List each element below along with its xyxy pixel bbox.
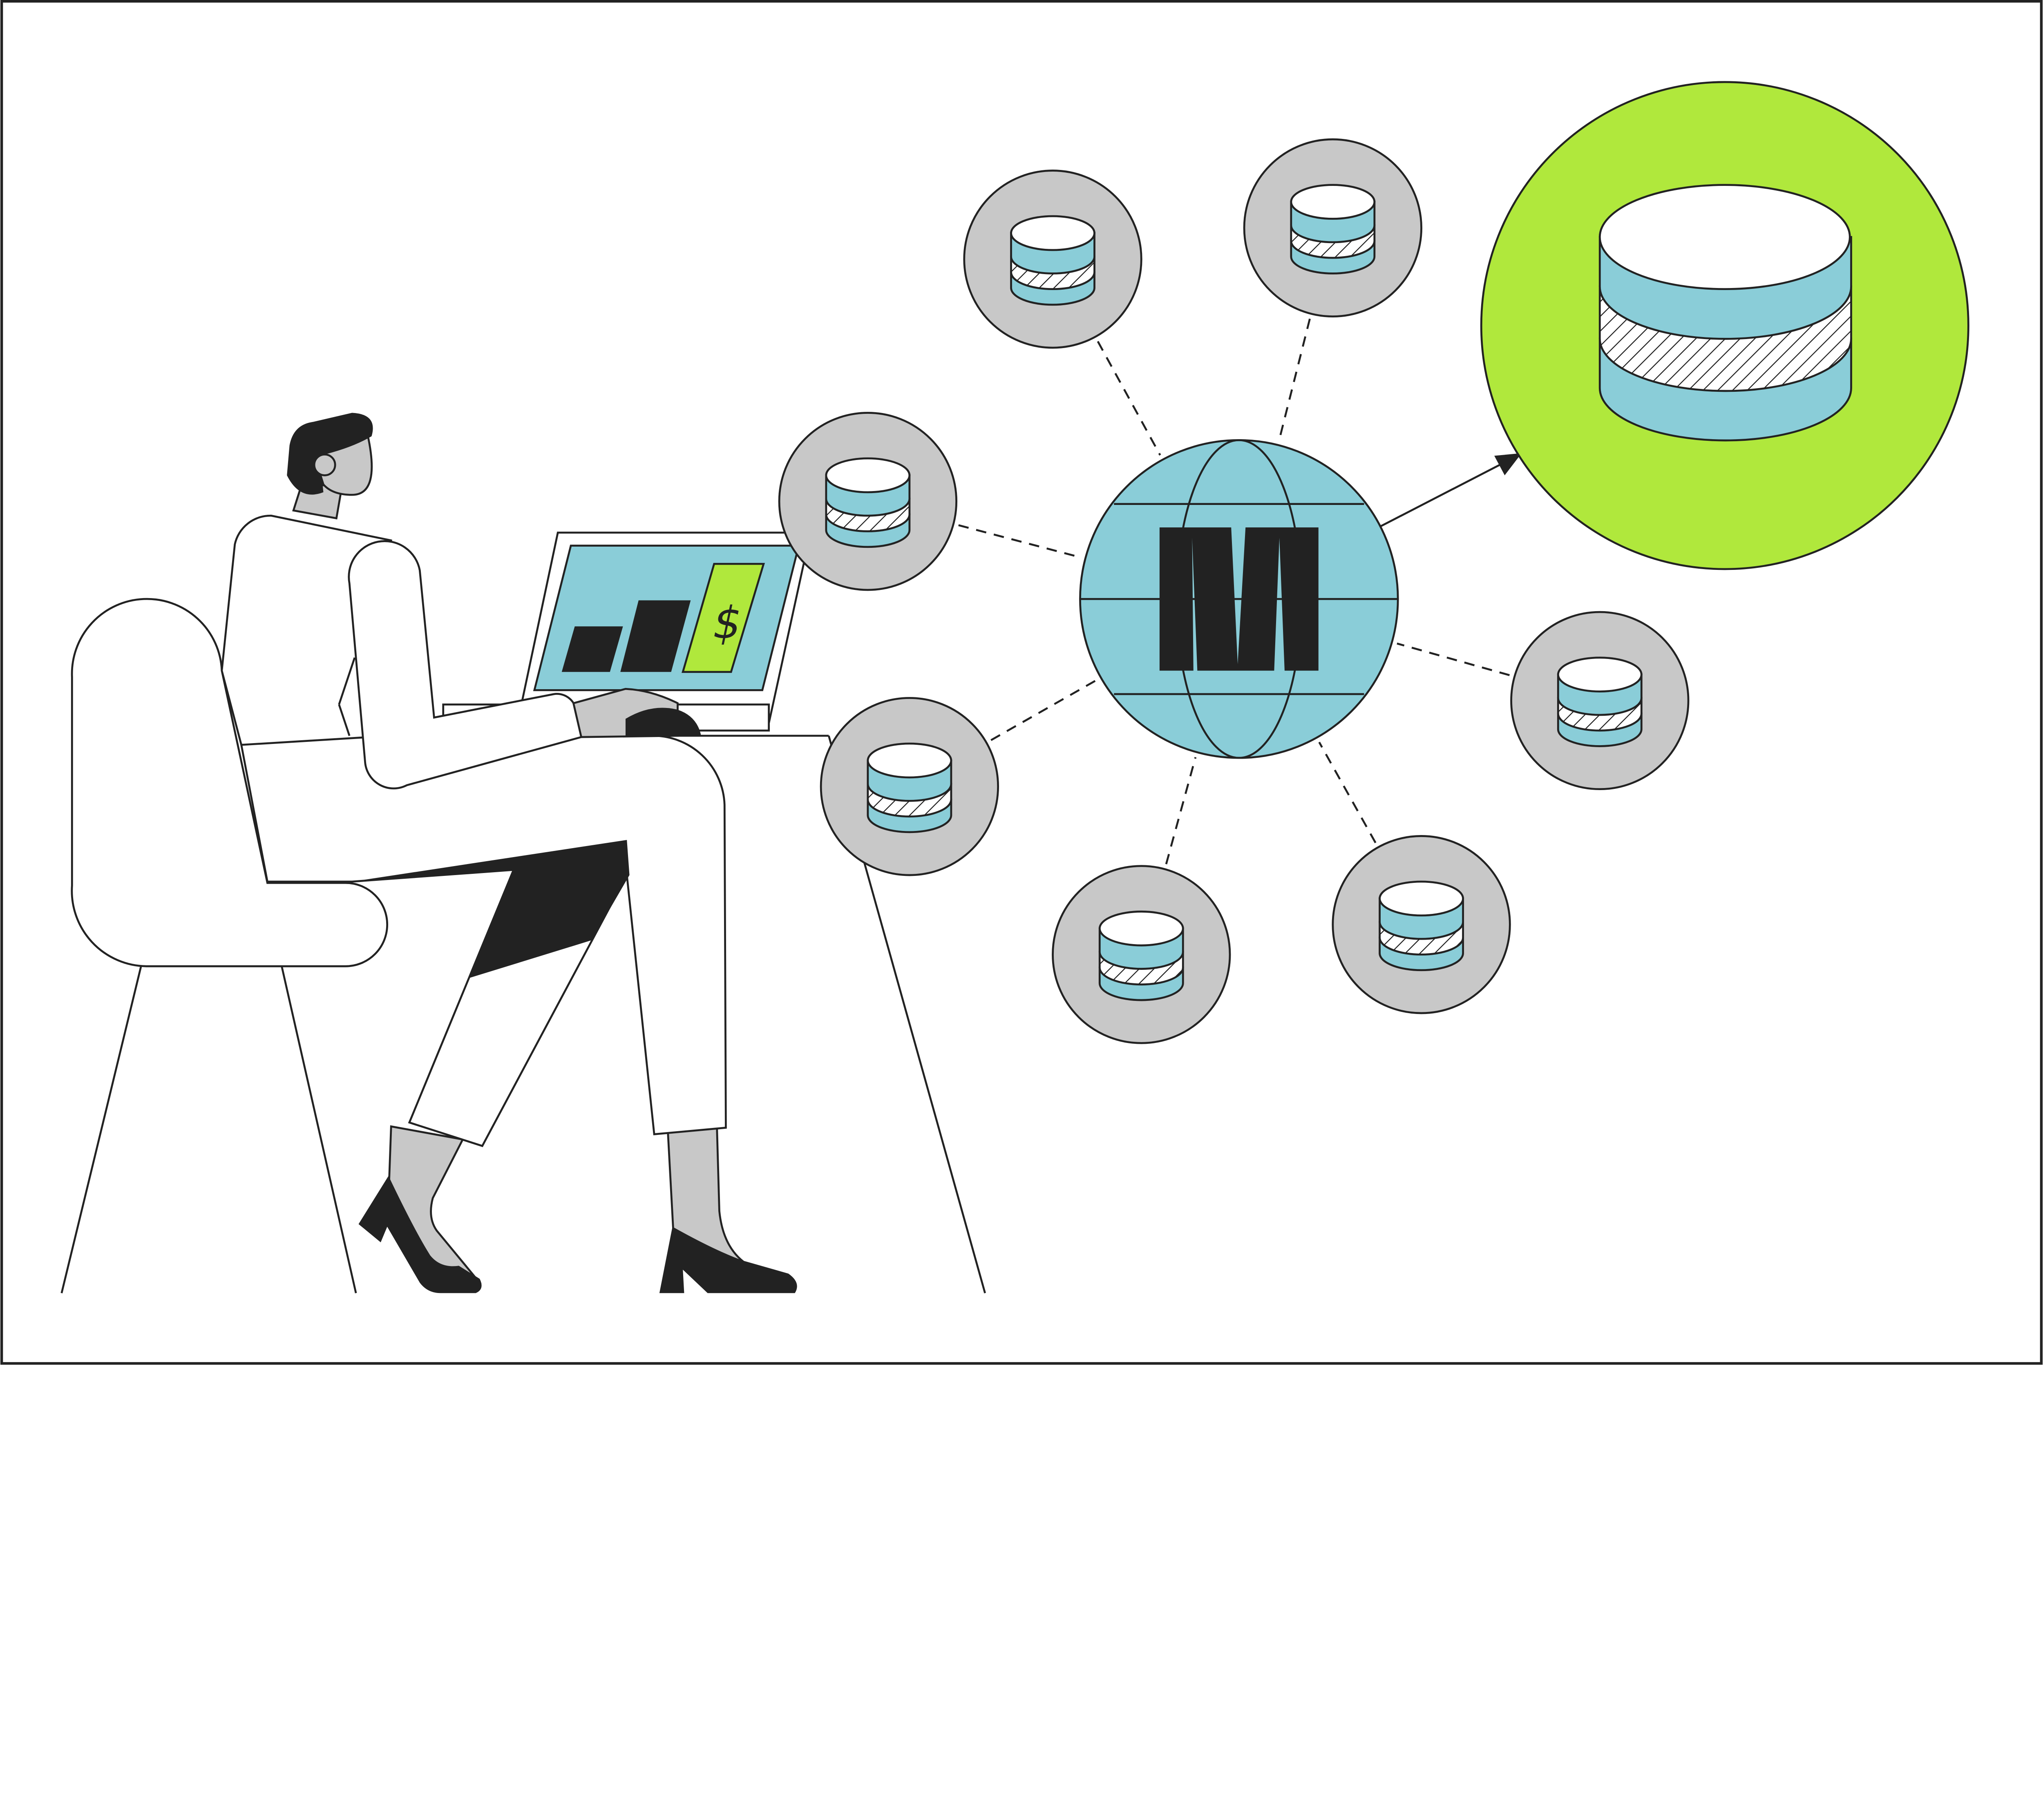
shoe-right bbox=[659, 1226, 797, 1293]
shoe-left bbox=[358, 1176, 482, 1293]
database-icon bbox=[1052, 865, 1231, 1044]
dashed-connection bbox=[1318, 741, 1377, 844]
logo-letter-m bbox=[1159, 527, 1319, 671]
dashed-connection bbox=[1397, 642, 1510, 677]
network-connections bbox=[958, 318, 1510, 864]
arrow-to-target bbox=[1380, 453, 1522, 527]
chair bbox=[60, 598, 388, 1293]
data-network-illustration: $ bbox=[0, 0, 2043, 1365]
chart-bar-1 bbox=[561, 626, 623, 672]
database-icon bbox=[778, 412, 958, 591]
dashed-connection bbox=[990, 679, 1097, 741]
dashed-connection bbox=[1097, 341, 1161, 456]
database-icon bbox=[820, 697, 999, 876]
dashed-connection bbox=[1165, 757, 1197, 864]
mouse bbox=[625, 708, 701, 736]
globe-logo-icon bbox=[1079, 439, 1399, 759]
chart-bar-2 bbox=[620, 600, 691, 672]
database-icon bbox=[1243, 138, 1422, 317]
database-icon bbox=[1510, 611, 1690, 791]
database-icon bbox=[963, 170, 1142, 349]
dashed-connection bbox=[958, 524, 1081, 558]
large-database-icon bbox=[1480, 81, 1969, 570]
database-nodes bbox=[778, 138, 1690, 1044]
dashed-connection bbox=[1278, 318, 1311, 440]
person bbox=[221, 413, 797, 1293]
chart-bar-3 bbox=[682, 563, 765, 673]
database-icon bbox=[1332, 835, 1511, 1014]
hair bbox=[287, 413, 373, 495]
